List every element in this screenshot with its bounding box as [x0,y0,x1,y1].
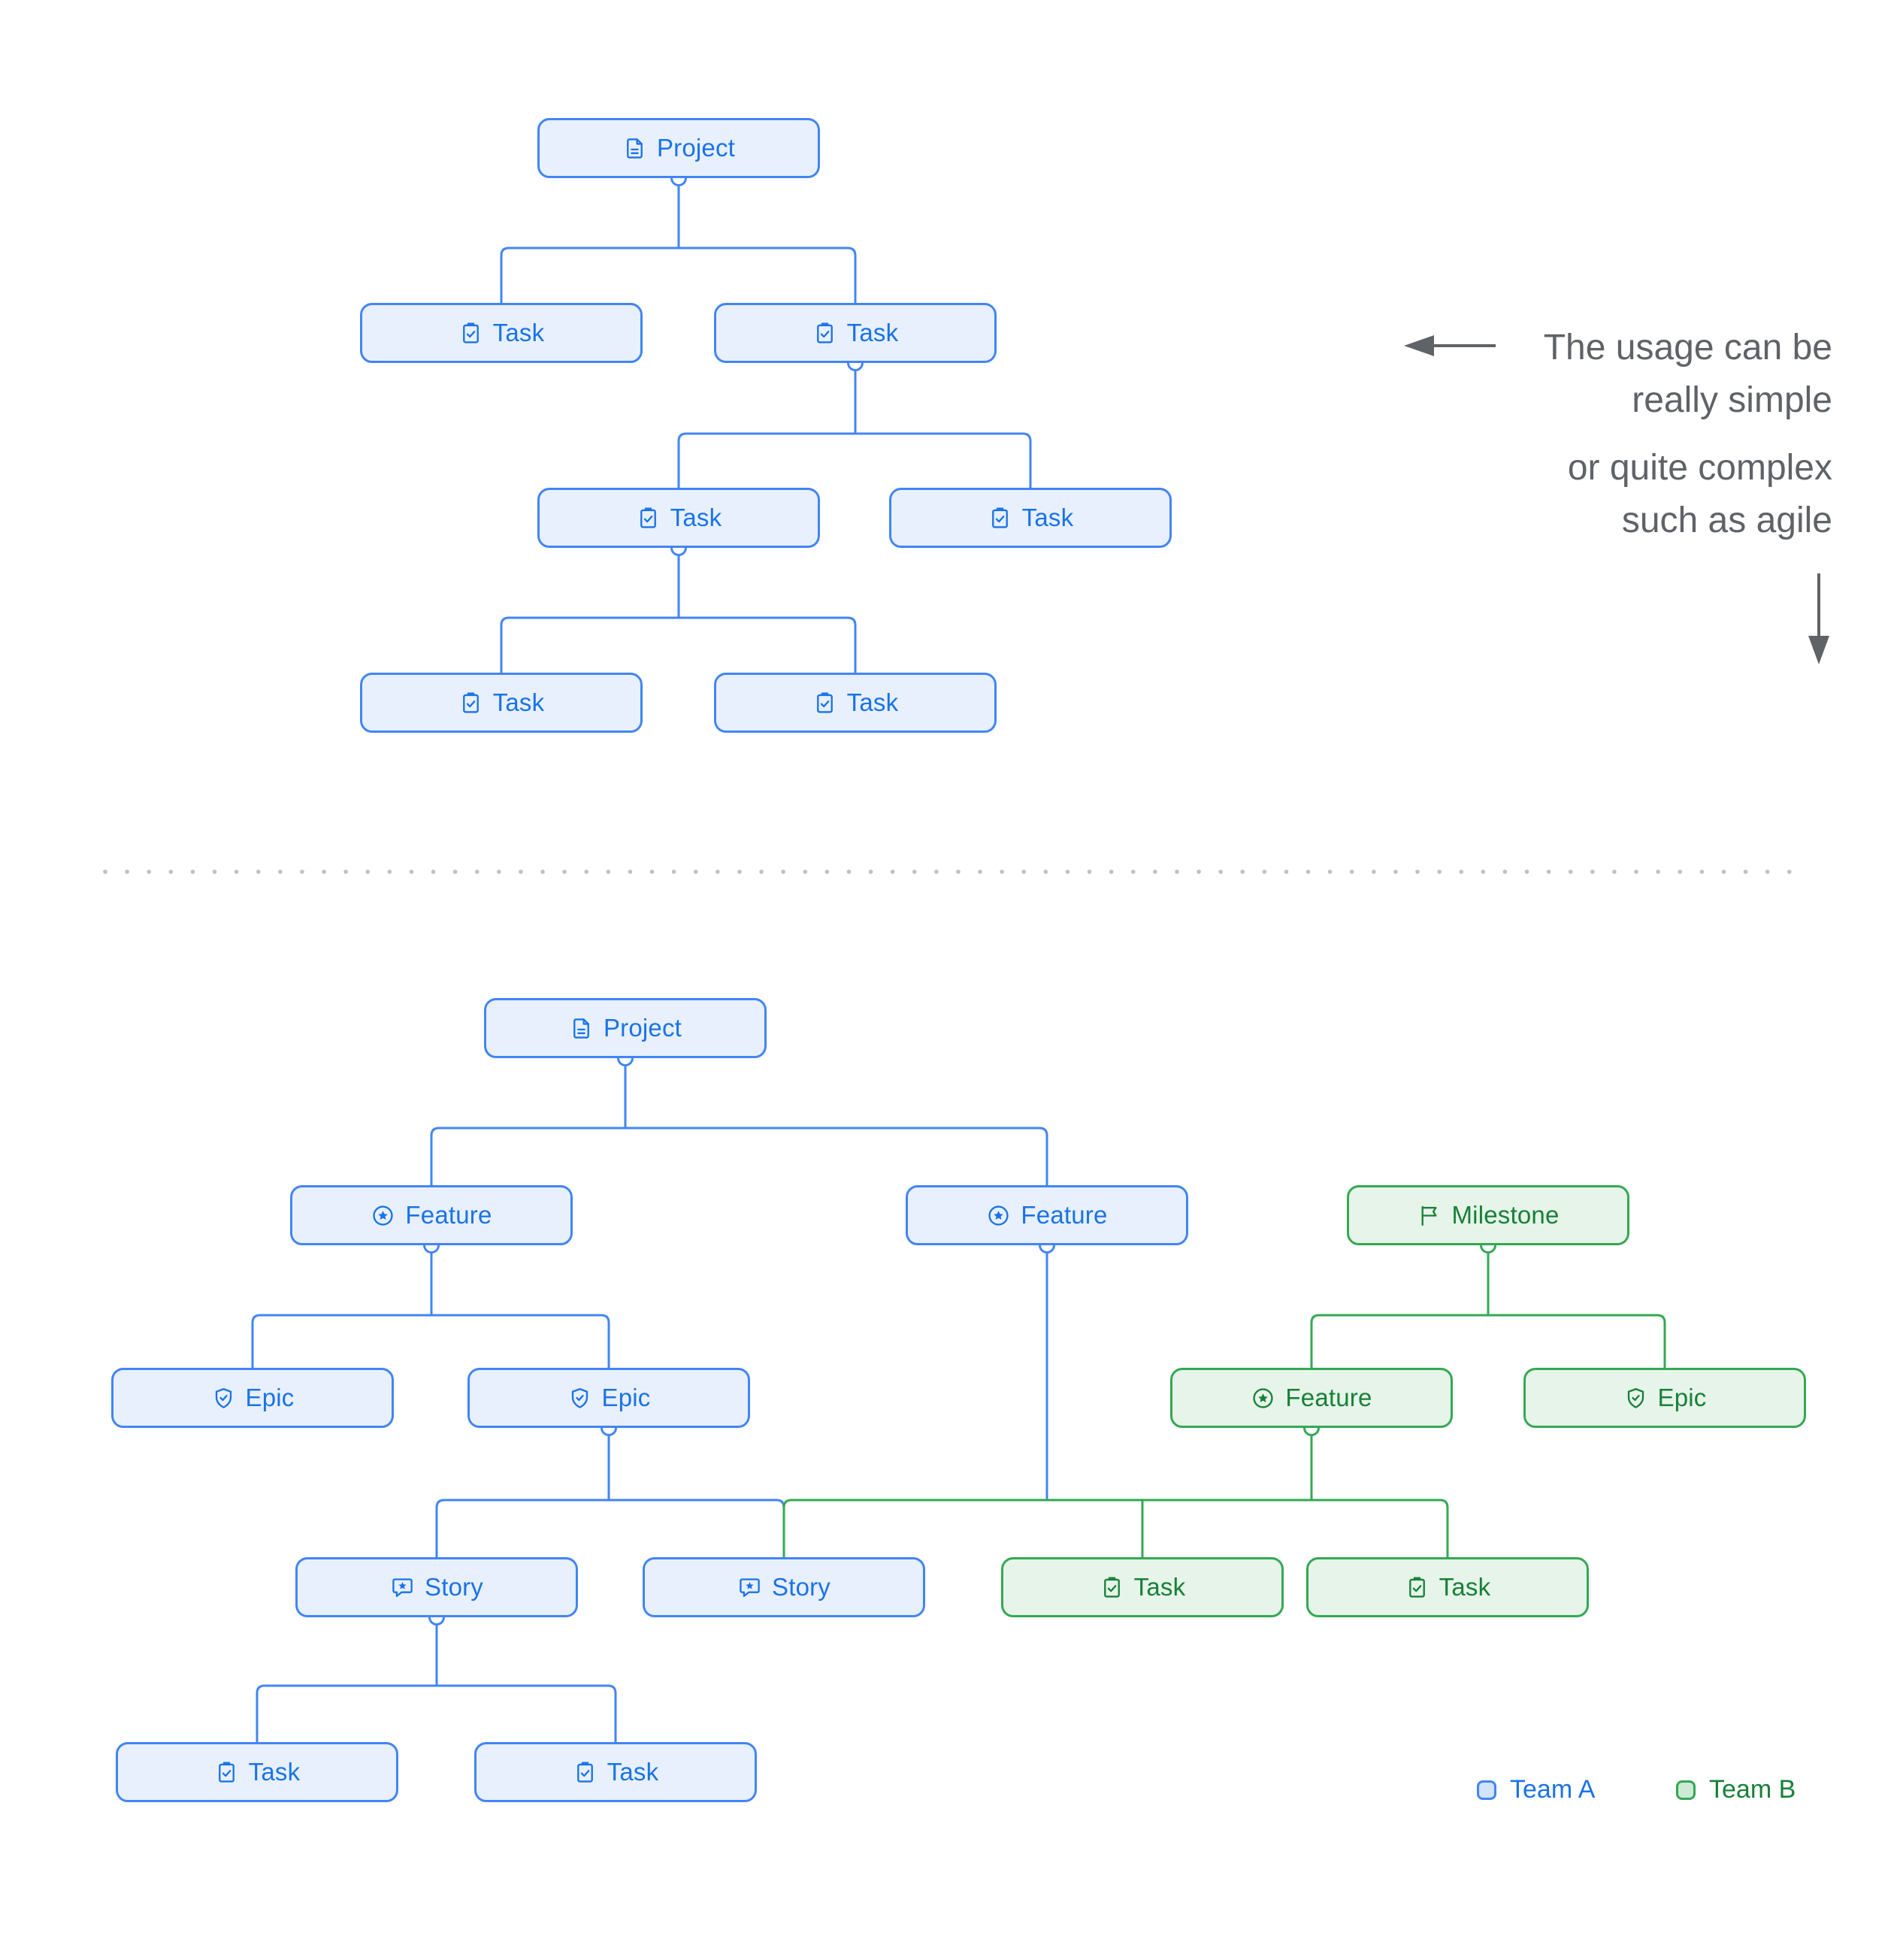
clipboard-check-icon [462,322,479,343]
clipboard-check-icon [1408,1577,1425,1598]
star-circle-icon [988,1205,1009,1226]
node-label: Project [656,134,736,162]
node-label: Story [771,1573,831,1601]
annotation-paragraph: The usage can be really simple [1544,322,1832,427]
node-label: Feature [405,1201,492,1229]
clipboard-check-icon [218,1762,234,1783]
annotation-line: such as agile [1621,501,1832,540]
legend-team-a: Team A [1477,1775,1595,1804]
node-feature: Feature [906,1185,1188,1245]
node-epic: Epic [467,1368,750,1428]
node-label: Epic [601,1384,651,1411]
node-label: Task [492,688,545,716]
team-b-swatch [1676,1780,1696,1800]
legend-label: Team A [1510,1775,1596,1804]
node-label: Task [1133,1573,1186,1601]
simple-diagram-wires [500,185,1032,673]
node-label: Story [424,1573,484,1601]
node-story: Story [295,1557,578,1617]
annotation-line: really simple [1632,380,1832,420]
legend-label: Team B [1709,1775,1796,1804]
clipboard-check-icon [640,507,656,528]
chat-star-icon [392,1577,413,1597]
annotation-line: or quite complex [1567,448,1832,488]
node-milestone: Milestone [1347,1185,1629,1245]
node-label: Task [846,319,899,346]
node-task: Task [889,488,1172,548]
clipboard-check-icon [1103,1577,1120,1598]
node-label: Epic [1657,1384,1707,1411]
shield-check-icon [571,1387,588,1408]
node-task: Task [474,1742,757,1802]
node-project: Project [484,998,767,1058]
node-epic: Epic [111,1368,394,1428]
node-task: Task [1001,1557,1284,1617]
node-label: Epic [245,1384,295,1411]
node-task: Task [537,488,820,548]
node-task: Task [714,673,997,733]
star-circle-icon [1253,1387,1274,1408]
node-label: Task [492,319,545,346]
clipboard-check-icon [991,507,1008,528]
node-label: Task [1439,1573,1491,1601]
chat-star-icon [740,1577,760,1597]
annotation-note: The usage can be really simple or quite … [1544,322,1832,547]
node-label: Task [607,1758,659,1786]
node-story: Story [643,1557,925,1617]
node-task: Task [1306,1557,1589,1617]
node-task: Task [360,673,643,733]
node-project: Project [537,118,820,178]
node-label: Project [603,1014,682,1042]
annotation-paragraph: or quite complex such as agile [1544,442,1832,547]
node-label: Feature [1285,1384,1372,1411]
node-label: Milestone [1451,1201,1560,1229]
node-epic: Epic [1523,1368,1806,1428]
flag-icon [1421,1205,1437,1226]
node-task: Task [116,1742,398,1802]
shield-check-icon [215,1387,231,1408]
document-icon [627,138,643,159]
annotation-line: The usage can be [1543,328,1832,368]
node-feature: Feature [1170,1368,1453,1428]
clipboard-check-icon [462,692,479,713]
node-label: Task [846,688,899,716]
arrow-down-icon [1808,573,1829,664]
shield-check-icon [1627,1387,1644,1408]
node-feature: Feature [290,1185,573,1245]
star-circle-icon [373,1205,394,1226]
clipboard-check-icon [576,1762,593,1783]
arrow-left-icon [1404,335,1496,356]
clipboard-check-icon [816,692,833,713]
node-label: Feature [1021,1201,1108,1229]
node-label: Task [248,1758,301,1786]
node-task: Task [714,303,997,363]
clipboard-check-icon [816,322,833,343]
legend-team-b: Team B [1676,1775,1796,1804]
document-icon [573,1018,589,1039]
node-label: Task [1021,504,1074,531]
team-a-swatch [1477,1780,1496,1800]
node-label: Task [670,504,722,531]
node-task: Task [360,303,643,363]
